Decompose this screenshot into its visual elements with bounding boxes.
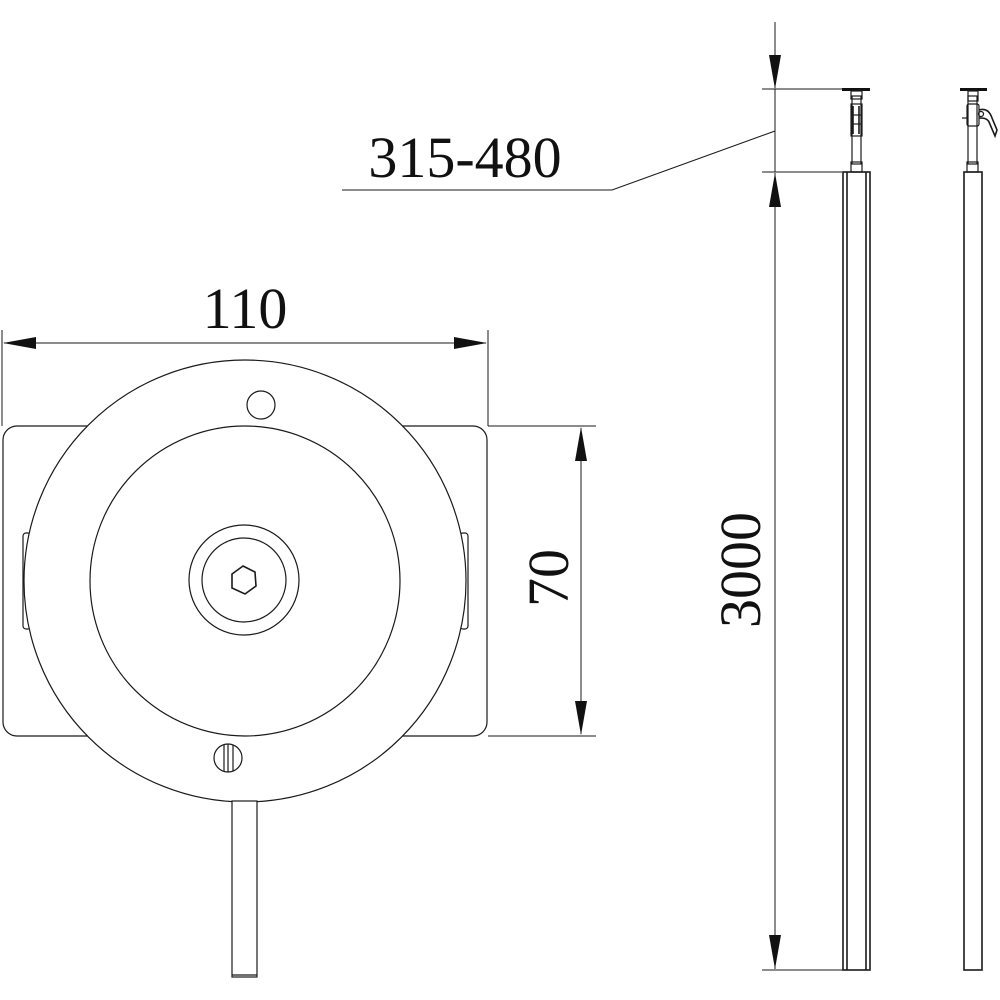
mounting-hole bbox=[246, 390, 276, 420]
quick-release-lever-icon bbox=[962, 103, 998, 139]
locking-screw-icon bbox=[213, 743, 243, 773]
front-view: 315-480 3000 bbox=[342, 22, 871, 971]
top-view: 110 70 bbox=[1, 276, 596, 978]
side-view bbox=[960, 88, 998, 971]
length-label: 3000 bbox=[708, 512, 773, 628]
telescopic-tube bbox=[851, 95, 862, 165]
clamp-mechanism bbox=[850, 103, 863, 137]
adjustable-range-label: 315-480 bbox=[368, 125, 561, 190]
height-label: 70 bbox=[516, 549, 581, 607]
dimension-adjustable-range: 315-480 bbox=[342, 22, 842, 191]
handle-rod bbox=[231, 800, 258, 978]
side-ceiling-plate bbox=[960, 88, 987, 91]
width-label: 110 bbox=[203, 276, 288, 341]
side-telescopic-tube bbox=[967, 95, 978, 165]
hex-socket-icon bbox=[231, 565, 257, 595]
side-pole-body bbox=[963, 171, 983, 971]
inner-disc bbox=[89, 425, 401, 737]
hub-inner-ring bbox=[201, 537, 287, 623]
hub-outer-ring bbox=[188, 524, 300, 636]
ceiling-plate bbox=[842, 88, 870, 91]
dimension-length: 3000 bbox=[708, 173, 843, 971]
dimension-height: 70 bbox=[488, 425, 596, 737]
dimension-width: 110 bbox=[1, 276, 489, 426]
